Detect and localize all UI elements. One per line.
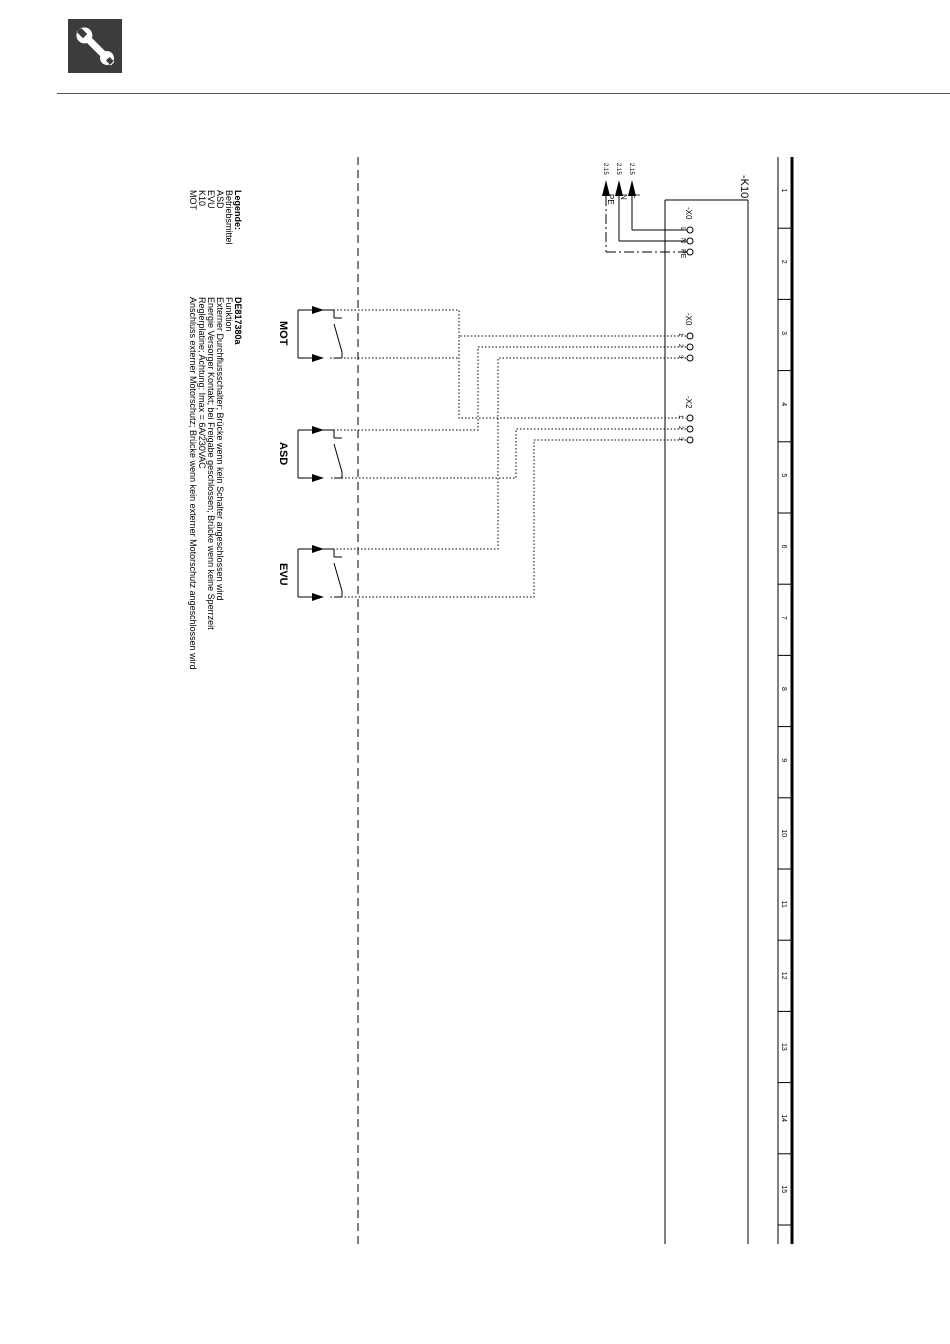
x0-top-label: -X0 <box>684 207 693 220</box>
ruler-column-number: 12 <box>780 972 787 980</box>
service-badge <box>68 19 122 73</box>
supply-ref-l: 2.15 <box>628 163 634 175</box>
ruler-column-number: 3 <box>780 331 787 335</box>
switch-evu <box>297 545 343 601</box>
x0-mid-pin-2: 2 <box>677 344 683 348</box>
ruler-column-number: 6 <box>780 545 787 549</box>
terminal-x2: -X2 1 2 3 <box>677 396 694 444</box>
field-wiring <box>330 309 686 598</box>
ruler-column-number: 7 <box>780 616 787 620</box>
k10-board: -K10 <box>664 175 750 1244</box>
supply-ref-pe: 2.15 <box>602 163 608 175</box>
legend-item-mot: MOT <box>188 190 198 210</box>
ruler-column-number: 5 <box>780 473 787 477</box>
supply-label-pe: PE <box>606 194 615 205</box>
k10-label: -K10 <box>738 175 750 198</box>
x0-pin-pe: PE <box>679 249 686 259</box>
legend-function-mot: Anschluss externer Motorschutz; Brücke w… <box>188 297 198 670</box>
ruler-column-number: 4 <box>780 402 787 406</box>
legend-title: Legende: <box>233 190 243 230</box>
ruler-column-number: 11 <box>780 901 787 908</box>
legend-col1-header: Betriebsmittel <box>224 190 234 245</box>
x0-mid-pin-1: 1 <box>677 333 683 337</box>
supply-label-n: N <box>619 194 628 200</box>
x0-pin-l: L <box>679 227 686 231</box>
switch-label-asd: ASD <box>277 442 289 465</box>
x0-mid-label: -X0 <box>684 313 693 326</box>
legend-function-k10: Reglerplatine; Achtung: Imax = 6A/230VAC <box>197 297 207 469</box>
legend-item-asd: ASD <box>215 190 225 209</box>
ruler-column-number: 1 <box>780 189 787 193</box>
ruler-column-number: 15 <box>780 1185 787 1193</box>
switch-label-evu: EVU <box>277 563 289 586</box>
terminal-x0-top: -X0 L N PE <box>679 207 694 259</box>
x2-pin-2: 2 <box>677 426 683 430</box>
switch-label-mot: MOT <box>277 321 289 346</box>
x2-label: -X2 <box>684 396 693 409</box>
switch-symbols <box>297 306 343 601</box>
legend-function-evu: Energie Versorger Kontakt; bei Freigabe … <box>206 297 216 630</box>
legend-item-evu: EVU <box>206 190 216 209</box>
x0-pin-n: N <box>679 238 686 243</box>
terminal-x0-mid: -X0 1 2 3 <box>677 313 694 362</box>
legend-function-asd: Externer Durchflussschalter; Brücke wenn… <box>215 297 225 601</box>
terminal-x0-pe <box>686 248 694 256</box>
header-divider <box>57 93 950 94</box>
terminal-x0-l <box>686 226 694 234</box>
ruler-column-number: 8 <box>780 687 787 691</box>
ruler-column-number: 2 <box>780 260 787 264</box>
ruler-column-number: 14 <box>780 1114 787 1122</box>
x2-pin-1: 1 <box>677 415 683 419</box>
supply-arrows: 2.15 2.15 2.15 L N PE <box>602 163 690 253</box>
legend: Legende: Betriebsmittel ASD EVU K10 MOT … <box>188 190 243 670</box>
x0-mid-pin-3: 3 <box>677 355 683 359</box>
supply-ref-n: 2.15 <box>615 163 621 175</box>
supply-label-l: L <box>632 194 641 199</box>
switch-asd <box>297 426 343 482</box>
legend-item-k10: K10 <box>197 190 207 206</box>
ruler-column-number: 10 <box>780 829 787 837</box>
terminal-x0-n <box>686 237 694 245</box>
legend-code: DE817380a <box>233 297 243 346</box>
ruler-column-number: 9 <box>780 758 787 762</box>
wrench-icon <box>76 27 115 66</box>
x2-pin-3: 3 <box>677 437 683 441</box>
legend-col2-header: Funktion <box>224 297 234 332</box>
switch-mot <box>297 306 343 362</box>
ruler-column-number: 13 <box>780 1043 787 1051</box>
